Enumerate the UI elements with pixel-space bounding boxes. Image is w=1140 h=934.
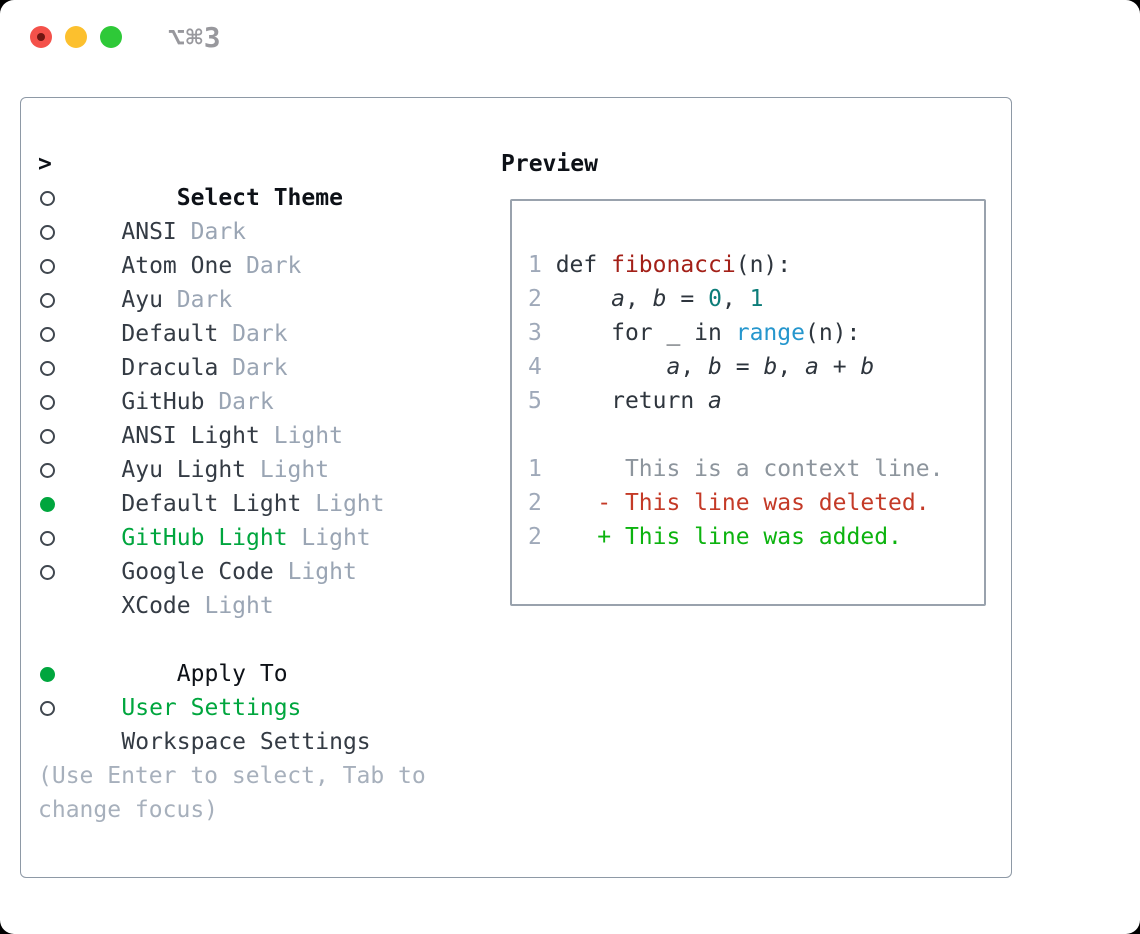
apply-to-header: Apply To: [38, 623, 488, 687]
titlebar: ⌥⌘3: [0, 0, 1140, 97]
radio-icon: [40, 701, 55, 716]
prompt-caret-icon: >: [38, 151, 52, 177]
radio-icon: [40, 531, 55, 546]
select-theme-title: Select Theme: [176, 185, 343, 211]
select-theme-header: > Select Theme: [38, 147, 488, 211]
preview-box: 1 def fibonacci(n): 2 a, b = 0, 1 3 for _ …: [510, 199, 986, 606]
radio-icon: [40, 191, 55, 206]
radio-icon: [40, 327, 55, 342]
apply-option-workspace-settings[interactable]: Workspace Settings: [38, 691, 488, 755]
code-line: 5 return a: [528, 388, 722, 414]
code-line: 1 def fibonacci(n):: [528, 252, 792, 278]
hint-line-2: change focus): [38, 797, 219, 823]
radio-icon: [40, 565, 55, 580]
radio-icon: [40, 497, 55, 512]
minimize-button[interactable]: [65, 26, 87, 48]
code-line: 2 - This line was deleted.: [528, 490, 930, 516]
hint-line-1: (Use Enter to select, Tab to: [38, 763, 426, 789]
code-line: 1 This is a context line.: [528, 456, 944, 482]
radio-icon: [40, 225, 55, 240]
radio-icon: [40, 361, 55, 376]
apply-option-user-settings[interactable]: User Settings: [38, 657, 488, 721]
radio-icon: [40, 463, 55, 478]
radio-icon: [40, 667, 55, 682]
radio-icon: [40, 395, 55, 410]
code-line: 2 a, b = 0, 1: [528, 286, 764, 312]
code-line: 2 + This line was added.: [528, 524, 902, 550]
code-line: [528, 418, 984, 452]
close-button[interactable]: [30, 26, 52, 48]
code-line: 4 a, b = b, a + b: [528, 354, 875, 380]
zoom-button[interactable]: [100, 26, 122, 48]
radio-icon: [40, 293, 55, 308]
apply-to-title: Apply To: [176, 661, 288, 687]
radio-icon: [40, 259, 55, 274]
code-line: 3 for _ in range(n):: [528, 320, 861, 346]
preview-title: Preview: [501, 151, 598, 177]
window-title: ⌥⌘3: [168, 21, 222, 54]
radio-icon: [40, 429, 55, 444]
code-preview: 1 def fibonacci(n): 2 a, b = 0, 1 3 for _ …: [512, 201, 984, 554]
